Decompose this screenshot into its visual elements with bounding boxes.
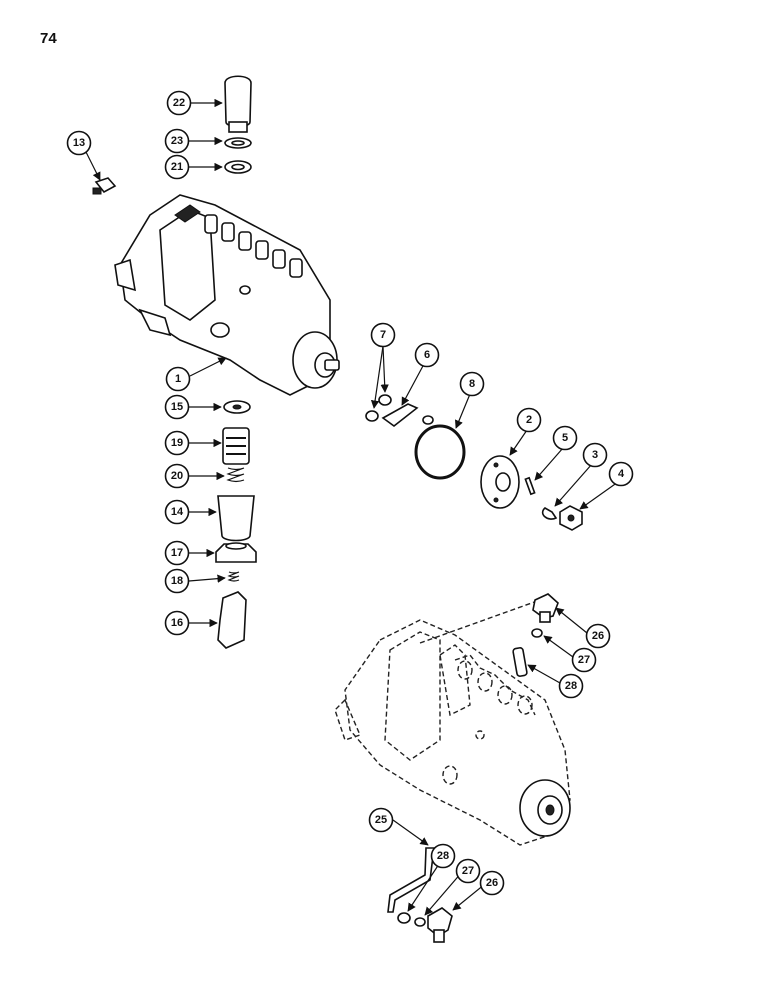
part-4-nut [559,505,583,531]
part-15-washer [223,400,251,414]
callout-2: 2 [516,407,542,433]
svg-text:26: 26 [486,877,498,889]
part-16-clamp [217,591,247,649]
fitting-lower-28 [397,912,411,924]
svg-text:16: 16 [171,617,183,629]
svg-text:25: 25 [375,814,387,826]
part-17-nut [215,542,257,563]
callout-27-upper: 27 [571,647,597,673]
callout-7: 7 [370,322,396,348]
callout-1: 1 [165,366,191,392]
part-23-washer-hole [231,140,245,146]
callout-13: 13 [66,130,92,156]
callout-18: 18 [164,568,190,594]
svg-text:7: 7 [380,329,386,341]
part-20-spring [226,467,245,483]
fitting-upper-27 [531,628,543,638]
injection-pump-main [114,194,340,396]
callout-19: 19 [164,430,190,456]
callout-14: 14 [164,499,190,525]
svg-text:2: 2 [526,414,532,426]
callout-5: 5 [552,425,578,451]
svg-text:14: 14 [171,506,184,518]
svg-text:15: 15 [171,401,183,413]
part-5-key [524,476,536,496]
callout-20: 20 [164,463,190,489]
svg-text:26: 26 [592,630,604,642]
svg-text:13: 13 [73,137,85,149]
part-18-spring [227,571,240,582]
part-3-washer [541,507,558,520]
part-13-bleed-screw [92,177,117,195]
part-19-filter-element [222,427,250,465]
svg-text:5: 5 [562,432,568,444]
callout-26-lower: 26 [479,870,505,896]
part-25-pipe [387,847,435,913]
callout-23: 23 [164,128,190,154]
svg-text:18: 18 [171,575,183,587]
svg-text:8: 8 [469,378,475,390]
callout-28-upper: 28 [558,673,584,699]
callout-22: 22 [166,90,192,116]
svg-text:1: 1 [175,373,181,385]
fitting-lower-27 [414,917,426,927]
svg-text:20: 20 [171,470,183,482]
svg-text:22: 22 [173,97,185,109]
svg-text:19: 19 [171,437,183,449]
part-2-hub [480,455,520,509]
svg-text:6: 6 [424,349,430,361]
svg-text:17: 17 [171,547,183,559]
fitting-upper-28 [512,647,528,677]
callout-28-lower: 28 [430,843,456,869]
svg-text:3: 3 [592,449,598,461]
svg-text:21: 21 [171,161,183,173]
callout-6: 6 [414,342,440,368]
svg-text:27: 27 [462,865,474,877]
svg-text:27: 27 [578,654,590,666]
svg-text:23: 23 [171,135,183,147]
callout-26-upper: 26 [585,623,611,649]
svg-text:28: 28 [437,850,449,862]
callout-3: 3 [582,442,608,468]
callout-17: 17 [164,540,190,566]
fitting-upper-26 [532,593,559,623]
part-21-seal-hole [231,163,245,171]
part-8-o-ring [414,424,466,480]
callout-4: 4 [608,461,634,487]
injection-pump-reference-dashed [334,599,571,846]
svg-text:28: 28 [565,680,577,692]
callout-8: 8 [459,371,485,397]
callout-21: 21 [164,154,190,180]
callout-27-lower: 27 [455,858,481,884]
fitting-lower-26 [427,907,453,943]
leader-lines [85,98,619,916]
page-number: 74 [40,30,57,47]
part-22-primer-knob [224,75,252,133]
part-6-bracket [381,403,434,428]
part-14-bowl [217,495,255,542]
callout-15: 15 [164,394,190,420]
callout-25: 25 [368,807,394,833]
svg-text:4: 4 [618,468,625,480]
callout-16: 16 [164,610,190,636]
part-7-nuts [365,394,392,422]
